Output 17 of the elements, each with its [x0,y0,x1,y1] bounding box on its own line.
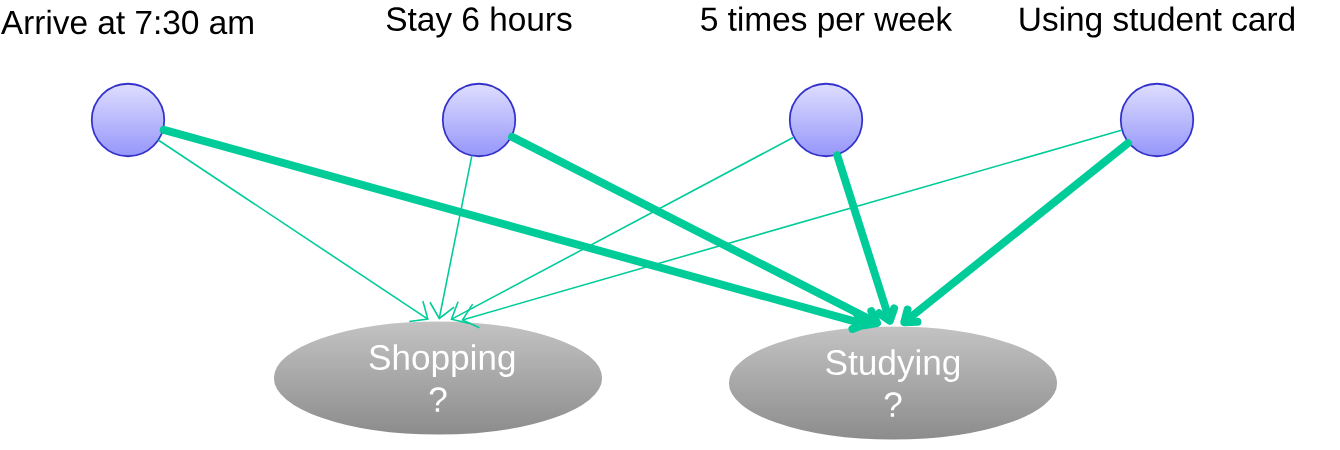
circle-node [90,82,166,158]
arrow [900,139,1132,327]
arrow [450,136,795,325]
circle-node [441,82,517,158]
heading: 5 times per week [701,6,953,38]
arrow [508,132,882,330]
arrow [461,129,1123,329]
circle-node [788,82,864,158]
arrow [158,139,429,323]
heading: Arrive at 7:30 am [0,9,253,35]
heading: Using student card [1020,6,1294,38]
circle-node [1119,82,1195,158]
arrow [833,151,899,325]
ellipse-node: Studying ? [727,324,1059,442]
heading: Stay 6 hours [386,6,572,38]
arrow [429,155,473,320]
ellipse-node: Shopping ? [272,319,604,437]
